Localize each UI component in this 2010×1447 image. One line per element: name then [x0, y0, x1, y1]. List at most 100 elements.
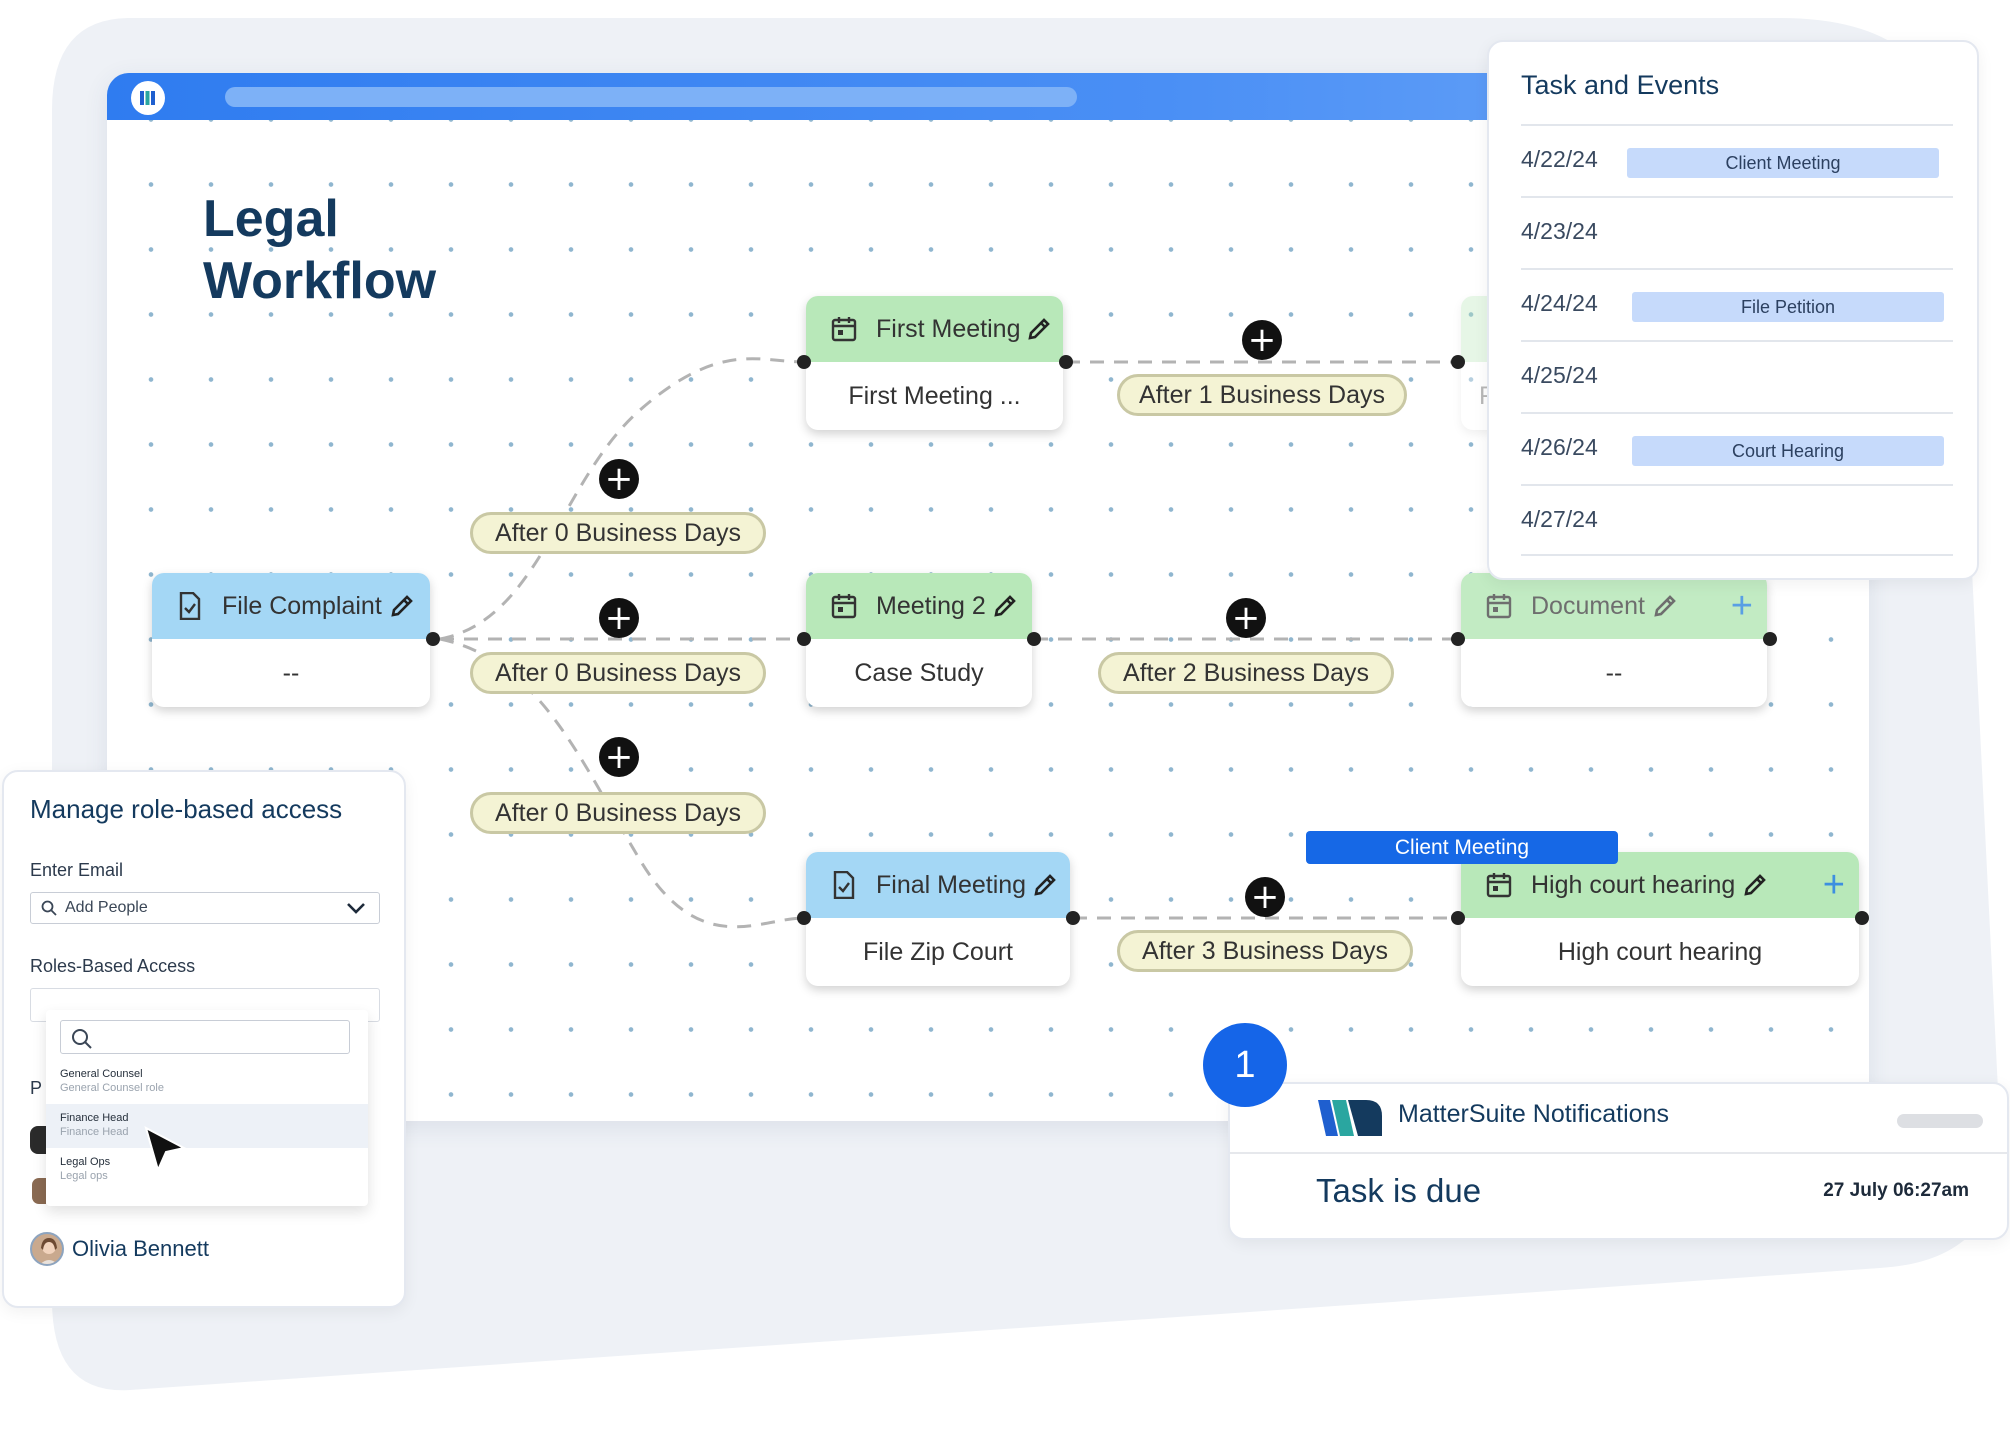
input-port[interactable]	[797, 632, 811, 646]
mattersuite-logo-icon	[1316, 1096, 1386, 1144]
edit-pencil-icon[interactable]	[1741, 871, 1769, 899]
notification-time: 27 July 06:27am	[1823, 1180, 1969, 1201]
event-tag[interactable]: File Petition	[1632, 292, 1944, 322]
chevron-down-icon[interactable]	[345, 899, 367, 921]
add-plus-icon[interactable]: +	[1822, 864, 1845, 906]
address-bar[interactable]	[225, 87, 1077, 107]
edit-pencil-icon[interactable]	[1026, 315, 1052, 343]
role-name: Legal Ops	[60, 1156, 111, 1168]
add-step-plus-icon[interactable]: +	[1226, 598, 1266, 638]
node-header: First Meeting	[806, 296, 1063, 362]
role-dropdown: General Counsel General Counsel role Fin…	[46, 1010, 368, 1206]
task-row[interactable]: 4/24/24 File Petition	[1521, 268, 1953, 340]
task-date: 4/26/24	[1521, 434, 1598, 460]
window-titlebar	[107, 73, 1869, 120]
output-port[interactable]	[1059, 355, 1073, 369]
document-check-icon	[176, 592, 204, 620]
add-plus-icon[interactable]: +	[1730, 585, 1753, 627]
delay-label[interactable]: After 0 Business Days	[470, 652, 766, 694]
add-people-placeholder: Add People	[65, 899, 148, 916]
role-description: General Counsel role	[60, 1082, 164, 1094]
truncated-label: P	[30, 1078, 43, 1098]
node-document[interactable]: Document + --	[1461, 573, 1767, 707]
delay-label[interactable]: After 0 Business Days	[470, 512, 766, 554]
edit-pencil-icon[interactable]	[1032, 871, 1058, 899]
node-body: --	[1605, 658, 1623, 687]
task-row[interactable]: 4/22/24 Client Meeting	[1521, 124, 1953, 196]
notification-app-name: MatterSuite Notifications	[1398, 1100, 1669, 1128]
node-title: Document	[1531, 591, 1645, 620]
event-tag[interactable]: Court Hearing	[1632, 436, 1944, 466]
node-title: Final Meeting	[876, 870, 1027, 899]
add-step-plus-icon[interactable]: +	[599, 737, 639, 777]
node-high-court-hearing[interactable]: High court hearing + High court hearing	[1461, 852, 1859, 986]
output-port[interactable]	[1066, 911, 1080, 925]
output-port[interactable]	[426, 632, 440, 646]
task-panel-title: Task and Events	[1521, 70, 1720, 100]
node-header: File Complaint	[152, 573, 430, 639]
notification-card[interactable]: MatterSuite Notifications Task is due 27…	[1228, 1082, 2009, 1240]
edit-pencil-icon[interactable]	[992, 592, 1018, 620]
search-icon	[72, 1029, 92, 1049]
delay-label[interactable]: After 2 Business Days	[1098, 652, 1394, 694]
node-meeting-2[interactable]: Meeting 2 Case Study	[806, 573, 1032, 707]
role-name: Finance Head	[60, 1112, 129, 1124]
output-port[interactable]	[1027, 632, 1041, 646]
node-final-meeting[interactable]: Final Meeting File Zip Court	[806, 852, 1070, 986]
add-step-plus-icon[interactable]: +	[1245, 877, 1285, 917]
role-option-legal-ops[interactable]: Legal Ops Legal ops	[46, 1148, 368, 1192]
role-option-general-counsel[interactable]: General Counsel General Counsel role	[46, 1060, 368, 1104]
connector-to-first-meeting	[439, 357, 805, 641]
delay-label[interactable]: After 0 Business Days	[470, 792, 766, 834]
task-row[interactable]: 4/25/24	[1521, 340, 1953, 412]
input-port[interactable]	[797, 355, 811, 369]
output-port[interactable]	[1763, 632, 1777, 646]
role-option-finance-head[interactable]: Finance Head Finance Head	[46, 1104, 368, 1148]
avatar-partial	[30, 1126, 46, 1154]
role-search-input[interactable]	[60, 1020, 350, 1054]
node-body: File Zip Court	[862, 937, 1014, 966]
task-row[interactable]: 4/27/24	[1521, 484, 1953, 556]
delay-label[interactable]: After 1 Business Days	[1117, 374, 1407, 416]
task-row[interactable]: 4/26/24 Court Hearing	[1521, 412, 1953, 484]
user-name: Olivia Bennett	[72, 1236, 209, 1261]
node-file-complaint[interactable]: File Complaint --	[152, 573, 430, 707]
edit-pencil-icon[interactable]	[388, 592, 416, 620]
app-logo-icon[interactable]	[131, 81, 165, 115]
avatar	[30, 1232, 64, 1266]
node-header: Final Meeting	[806, 852, 1070, 918]
output-port[interactable]	[1855, 911, 1869, 925]
workflow-title: Legal Workflow	[203, 190, 437, 310]
input-port[interactable]	[797, 911, 811, 925]
edit-pencil-icon[interactable]	[1651, 592, 1679, 620]
node-header: Meeting 2	[806, 573, 1032, 639]
node-first-meeting[interactable]: First Meeting First Meeting ...	[806, 296, 1063, 430]
input-port[interactable]	[1451, 911, 1465, 925]
add-step-plus-icon[interactable]: +	[599, 598, 639, 638]
calendar-icon	[830, 592, 858, 620]
user-chip[interactable]: Olivia Bennett	[30, 1232, 209, 1266]
search-icon	[41, 900, 57, 916]
input-port[interactable]	[1451, 355, 1465, 369]
add-step-plus-icon[interactable]: +	[1242, 320, 1282, 360]
notification-count-badge: 1	[1203, 1023, 1287, 1107]
input-port[interactable]	[1451, 632, 1465, 646]
event-tag[interactable]: Client Meeting	[1627, 148, 1939, 178]
task-row[interactable]: 4/23/24	[1521, 196, 1953, 268]
node-title: First Meeting	[876, 314, 1021, 343]
delay-label[interactable]: After 3 Business Days	[1117, 930, 1413, 972]
add-people-select[interactable]: Add People	[30, 892, 380, 924]
email-label: Enter Email	[30, 860, 124, 880]
node-body: Case Study	[854, 658, 984, 687]
node-header: Document +	[1461, 573, 1767, 639]
add-step-plus-icon[interactable]: +	[599, 459, 639, 499]
document-check-icon	[830, 871, 858, 899]
notification-placeholder-bar	[1897, 1114, 1983, 1128]
node-header: High court hearing +	[1461, 852, 1859, 918]
calendar-icon	[830, 315, 858, 343]
task-date: 4/27/24	[1521, 506, 1598, 532]
task-events-panel: Task and Events 4/22/24 Client Meeting 4…	[1487, 40, 1979, 580]
node-body: --	[282, 658, 300, 687]
role-description: Legal ops	[60, 1170, 108, 1182]
